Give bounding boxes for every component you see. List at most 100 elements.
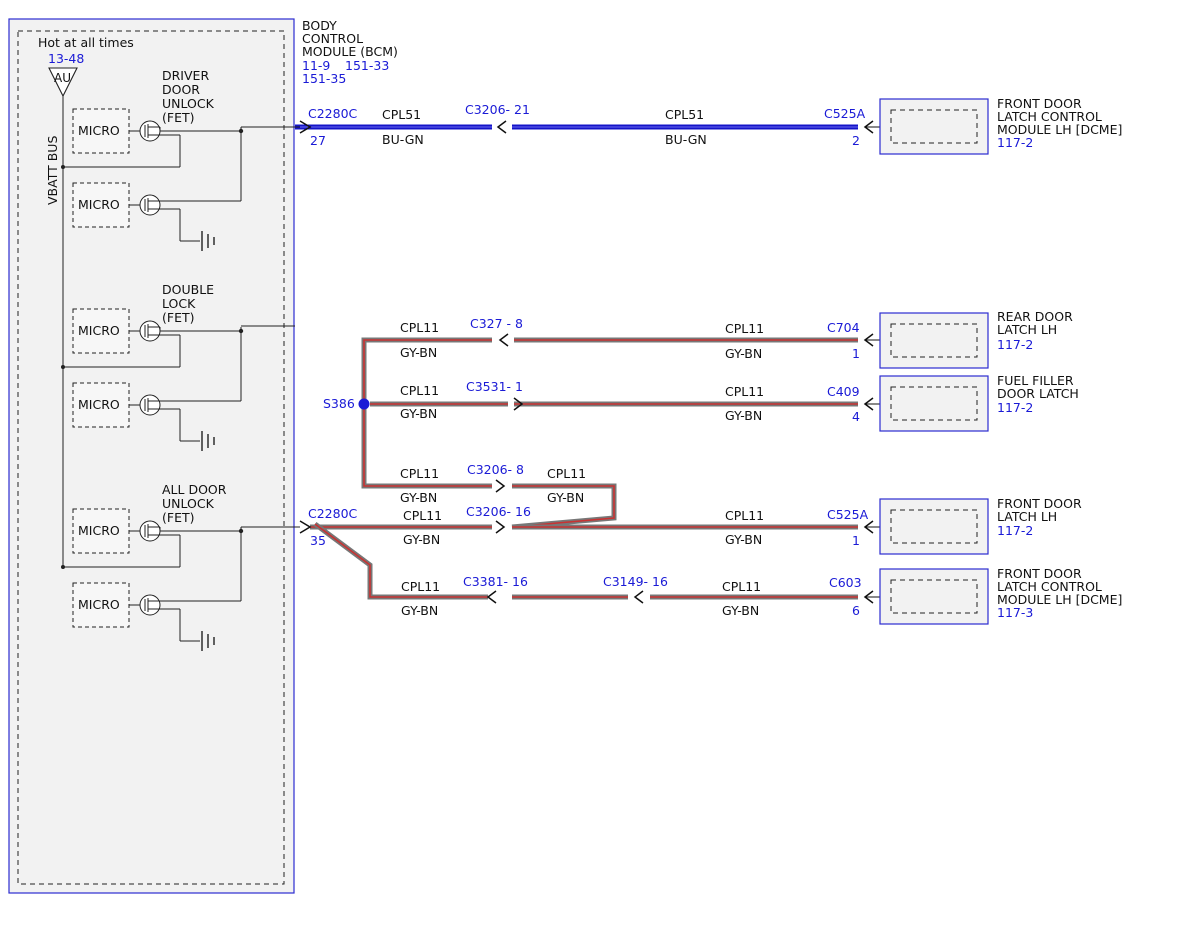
bcm-ref-1[interactable]: 11-9: [302, 58, 330, 73]
component-5-name-3: MODULE LH [DCME]: [997, 592, 1122, 607]
b3-color-left: GY-BN: [400, 490, 437, 505]
component-1-inner: [890, 109, 978, 144]
micro-label: MICRO: [78, 397, 120, 412]
micro-fet-unit-3: MICRO: [61, 308, 244, 369]
micro-box: [72, 382, 130, 428]
component-3-inner: [890, 386, 978, 421]
component-2-box[interactable]: [879, 312, 989, 369]
component-5-name-1: FRONT DOOR: [997, 566, 1082, 581]
fet-group-labels: DRIVER DOOR UNLOCK (FET) DOUBLE LOCK (FE…: [162, 68, 227, 525]
cpl51-color-label-2: BU-GN: [665, 132, 707, 147]
cpl11-bcm-pin: 35: [310, 533, 326, 548]
micro-fet-unit-4: MICRO: [72, 327, 242, 451]
cpl51-end-pin: 2: [852, 133, 860, 148]
fuse-label: AU: [54, 71, 71, 85]
bcm-title-line-1: BODY: [302, 18, 337, 33]
fet-3-line-1: ALL DOOR: [162, 482, 227, 497]
component-3-ref[interactable]: 117-2: [997, 400, 1033, 415]
connector-arrow-c3149-16: [633, 590, 644, 604]
cpl51-inline-connector[interactable]: C3206- 21: [465, 102, 530, 117]
b3-circuit-left: CPL11: [400, 466, 439, 481]
component-2-name-2: LATCH LH: [997, 322, 1057, 337]
component-3[interactable]: FUEL FILLER DOOR LATCH 117-2: [879, 373, 1079, 432]
b1-end-pin: 1: [852, 346, 860, 361]
component-5-inner: [890, 579, 978, 614]
vbatt-bus-label: VBATT BUS: [45, 136, 60, 205]
fet-icon: [139, 120, 161, 142]
component-4-box[interactable]: [879, 498, 989, 555]
component-1[interactable]: FRONT DOOR LATCH CONTROL MODULE LH [DCME…: [879, 96, 1122, 155]
bcm-ref-3[interactable]: 151-35: [302, 71, 346, 86]
b3-inline-connector[interactable]: C3206- 8: [467, 462, 524, 477]
b3-color-right: GY-BN: [547, 490, 584, 505]
b1-color-right: GY-BN: [725, 346, 762, 361]
cpl51-circuit-label-2: CPL51: [665, 107, 704, 122]
b5-inline-connector-1[interactable]: C3381- 16: [463, 574, 528, 589]
hot-label: Hot at all times: [38, 35, 134, 50]
component-2-inner: [890, 323, 978, 358]
component-2-name-1: REAR DOOR: [997, 309, 1073, 324]
component-5-box[interactable]: [879, 568, 989, 625]
cpl11-circuit: S386 C2280C 35 CPL11 GY-BN C327 - 8 CPL1…: [241, 126, 880, 618]
b1-color-left: GY-BN: [400, 345, 437, 360]
connector-arrow-c3206-16: [495, 520, 506, 534]
cpl11-wire-bcm-c3381-stripe: [314, 523, 488, 598]
b1-circuit-left: CPL11: [400, 320, 439, 335]
bcm-title: BODY CONTROL MODULE (BCM) 11-9 151-33 15…: [302, 18, 398, 86]
b4-color-left: GY-BN: [403, 532, 440, 547]
micro-box: [72, 508, 130, 554]
b4-end-pin: 1: [852, 533, 860, 548]
micro-label: MICRO: [78, 123, 120, 138]
cpl51-bcm-connector[interactable]: C2280C: [308, 106, 358, 121]
cpl11-bcm-connector[interactable]: C2280C: [308, 506, 358, 521]
connector-arrow-c327-8: [498, 333, 509, 347]
b5-color-left: GY-BN: [401, 603, 438, 618]
fet-icon: [139, 194, 161, 216]
b5-inline-connector-2[interactable]: C3149- 16: [603, 574, 668, 589]
cpl51-end-connector[interactable]: C525A: [824, 106, 866, 121]
fet-1-line-2: DOOR: [162, 82, 200, 97]
b1-circuit-right: CPL11: [725, 321, 764, 336]
fet-icon: [139, 320, 161, 342]
splice-label[interactable]: S386: [323, 396, 355, 411]
component-4-inner: [890, 509, 978, 544]
bcm-ref-2[interactable]: 151-33: [345, 58, 389, 73]
splice-s386[interactable]: [358, 398, 370, 410]
component-4[interactable]: FRONT DOOR LATCH LH 117-2: [879, 496, 1082, 555]
hot-ref[interactable]: 13-48: [48, 51, 84, 66]
b1-inline-connector[interactable]: C327 - 8: [470, 316, 523, 331]
ground-icon: [201, 431, 215, 451]
component-5[interactable]: FRONT DOOR LATCH CONTROL MODULE LH [DCME…: [879, 566, 1122, 625]
component-2-ref[interactable]: 117-2: [997, 337, 1033, 352]
cpl11-wires[interactable]: [241, 126, 858, 600]
ground-icon: [201, 631, 215, 651]
component-5-ref[interactable]: 117-3: [997, 605, 1033, 620]
b1-end-connector[interactable]: C704: [827, 320, 860, 335]
component-4-ref[interactable]: 117-2: [997, 523, 1033, 538]
b4-inline-connector[interactable]: C3206- 16: [466, 504, 531, 519]
component-3-box[interactable]: [879, 375, 989, 432]
component-1-name-2: LATCH CONTROL: [997, 109, 1102, 124]
b2-end-pin: 4: [852, 409, 860, 424]
b2-inline-connector[interactable]: C3531- 1: [466, 379, 523, 394]
b4-color-right: GY-BN: [725, 532, 762, 547]
connector-arrow-c2280c-35: [299, 520, 312, 534]
b3-circuit-right: CPL11: [547, 466, 586, 481]
b5-color-right: GY-BN: [722, 603, 759, 618]
b2-end-connector[interactable]: C409: [827, 384, 860, 399]
component-5-name-2: LATCH CONTROL: [997, 579, 1102, 594]
b4-end-connector[interactable]: C525A: [827, 507, 869, 522]
b4-circuit-left: CPL11: [403, 508, 442, 523]
fet-1-line-1: DRIVER: [162, 68, 209, 83]
b5-end-pin: 6: [852, 603, 860, 618]
micro-label: MICRO: [78, 523, 120, 538]
b5-end-connector[interactable]: C603: [829, 575, 862, 590]
component-2[interactable]: REAR DOOR LATCH LH 117-2: [879, 309, 1073, 369]
micro-label: MICRO: [78, 323, 120, 338]
b2-color-right: GY-BN: [725, 408, 762, 423]
component-1-ref[interactable]: 117-2: [997, 135, 1033, 150]
bcm-title-line-2: CONTROL: [302, 31, 363, 46]
component-1-box[interactable]: [879, 98, 989, 155]
